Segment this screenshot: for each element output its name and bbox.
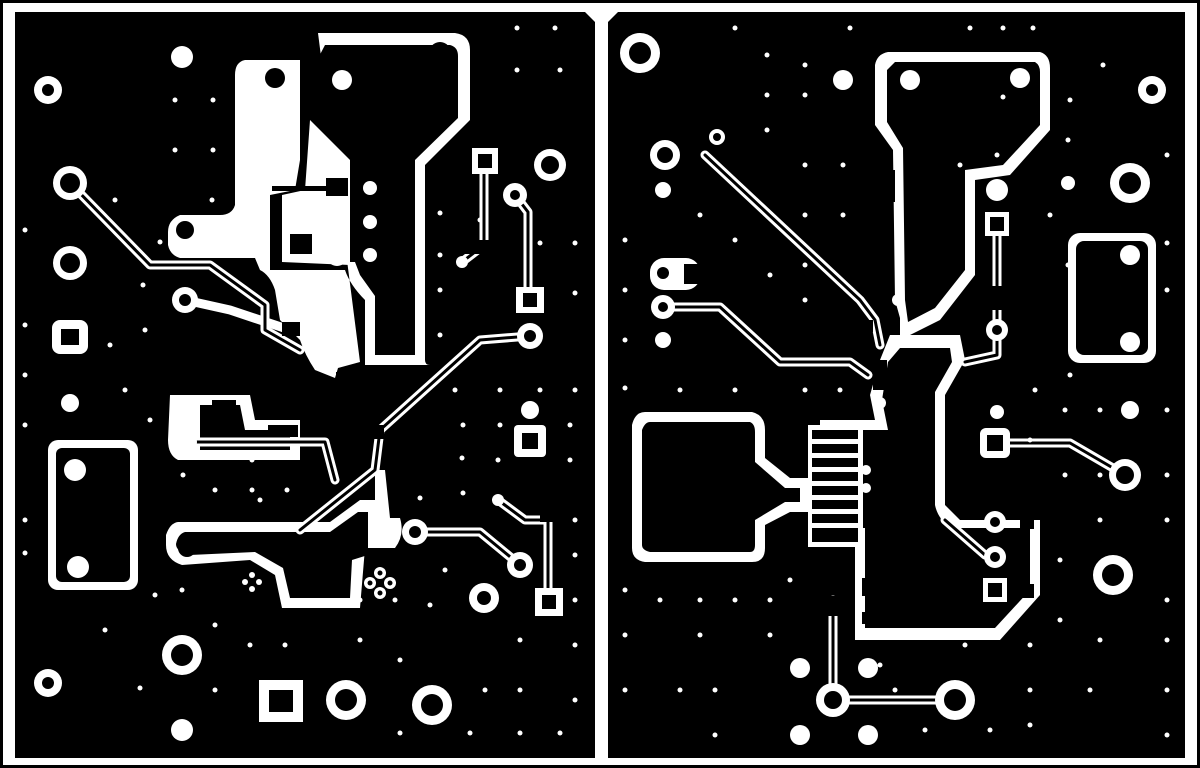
right-pad — [1020, 584, 1034, 598]
right-th-pad — [655, 182, 671, 198]
right-th-pad — [1010, 68, 1030, 88]
left-pad — [212, 400, 236, 418]
right-th-pad — [892, 294, 904, 306]
right-th-pad — [1121, 401, 1139, 419]
right-th-pad — [900, 70, 920, 90]
left-th-pad — [64, 459, 86, 481]
right-th-pad — [657, 267, 669, 279]
left-th-pad — [363, 181, 377, 195]
left-pad — [220, 322, 240, 336]
right-pad — [873, 360, 887, 390]
left-copper-trace-1 — [68, 181, 302, 352]
left-th-pad — [67, 556, 89, 578]
left-th-pad — [178, 539, 196, 557]
left-board-smd-pads — [140, 178, 554, 594]
left-pad — [290, 234, 312, 254]
right-pad — [870, 170, 895, 202]
right-pad — [820, 596, 844, 616]
left-th-pad — [326, 244, 348, 266]
left-th-pad — [363, 248, 377, 262]
right-th-pad — [790, 725, 810, 745]
left-th-pad — [265, 68, 285, 88]
left-th-pad — [173, 430, 197, 454]
right-board-through-holes — [620, 33, 1166, 745]
right-pad — [862, 578, 880, 596]
left-board-copper-pour — [15, 12, 595, 758]
right-th-pad — [986, 179, 1008, 201]
left-connector-cluster-holes — [367, 570, 393, 596]
left-pad — [268, 425, 298, 437]
left-trace-8 — [180, 295, 295, 335]
right-copper-trace-5 — [943, 518, 987, 557]
right-island-center-inner — [830, 348, 1030, 628]
right-th-pad — [858, 658, 878, 678]
left-th-pad — [326, 211, 348, 233]
right-copper-trace-1 — [703, 153, 882, 347]
right-pad — [900, 446, 922, 460]
left-th-pad — [363, 215, 377, 229]
right-th-square-pad — [985, 286, 1009, 310]
right-copper-trace-3 — [993, 441, 1127, 477]
right-pad — [1025, 180, 1037, 198]
right-th-pad — [858, 725, 878, 745]
left-pad — [336, 372, 354, 386]
right-th-pad — [1120, 245, 1140, 265]
left-th-pad — [492, 494, 504, 506]
left-island-top-pocket — [282, 45, 458, 355]
left-pad — [272, 186, 330, 191]
right-pad-large-inner — [642, 422, 800, 552]
left-th-pad — [171, 719, 193, 741]
left-pad — [540, 508, 554, 522]
right-board-clearances — [632, 52, 1156, 640]
right-pad — [828, 320, 873, 332]
right-board — [608, 12, 1185, 758]
left-copper-trace-7 — [183, 440, 337, 482]
left-th-pad — [176, 221, 194, 239]
left-board — [15, 12, 595, 758]
right-th-pad — [833, 70, 853, 90]
left-th-pad — [429, 42, 451, 64]
left-connector-plate-inner — [56, 448, 130, 582]
right-copper-trace-6 — [963, 223, 999, 364]
left-th-pad — [521, 401, 539, 419]
left-th-pad — [171, 46, 193, 68]
right-th-pad — [655, 332, 671, 348]
left-th-pad — [332, 70, 352, 90]
right-th-pad — [1061, 176, 1075, 190]
left-pad — [455, 240, 491, 254]
right-th-pad — [790, 658, 810, 678]
left-copper-trace-4 — [413, 530, 522, 567]
right-pad — [1020, 515, 1034, 529]
right-th-pad — [990, 405, 1004, 419]
right-pad — [1075, 195, 1093, 219]
right-board-vias — [622, 25, 1170, 738]
left-pad — [370, 425, 384, 439]
left-copper-trace-5 — [496, 498, 550, 602]
left-pad — [326, 178, 348, 196]
right-th-pad — [861, 483, 871, 493]
right-pad — [812, 342, 842, 356]
left-th-pad — [173, 398, 197, 422]
board-divider — [597, 12, 606, 758]
right-th-pad — [861, 465, 871, 475]
left-board-clearances — [48, 33, 470, 608]
left-th-pad — [61, 394, 79, 412]
left-th-pad — [456, 256, 468, 268]
right-connector-comb-fingers — [812, 430, 858, 542]
right-pad — [862, 612, 890, 624]
left-pad — [282, 322, 300, 336]
right-th-pad — [874, 397, 886, 409]
left-board-through-holes — [34, 42, 566, 741]
right-connector-plate-inner — [1076, 241, 1148, 355]
right-island-top-inner — [887, 62, 1040, 322]
left-pad — [140, 520, 152, 550]
left-pad — [300, 570, 335, 594]
right-th-pad — [1120, 332, 1140, 352]
right-copper-trace-2 — [661, 305, 870, 377]
right-board-smd-pads — [688, 170, 1093, 624]
left-board-vias — [22, 25, 578, 736]
